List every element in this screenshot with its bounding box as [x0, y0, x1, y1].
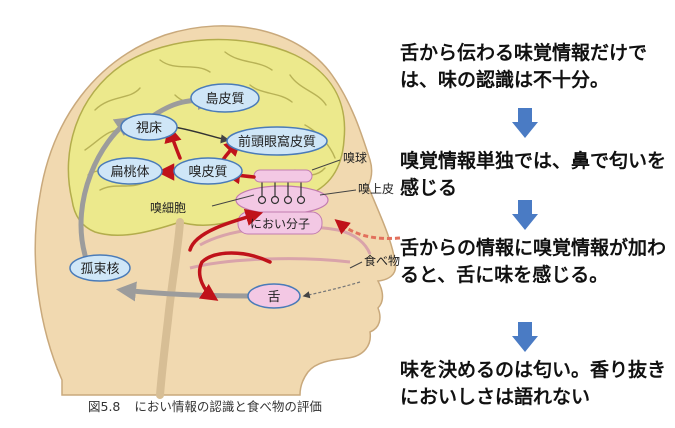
path-retronasal: [197, 251, 272, 301]
statement-4: 味を決めるのは匂い。香り抜きにおいしさは語れない: [400, 359, 667, 408]
label-olfactory-cell: 嗅細胞: [150, 201, 186, 215]
label-olfactory-bulb: 嗅球: [343, 151, 367, 165]
label-amygdala: 扁桃体: [110, 165, 149, 180]
statement-3: 舌からの情報に嗅覚情報が加わると、舌に味を感じる。: [400, 237, 667, 286]
node-thalamus: 視床: [120, 113, 178, 141]
caption-text: におい情報の認識と食べ物の評価: [134, 399, 322, 414]
label-insula: 島皮質: [205, 92, 244, 107]
path-retronasal-up: [188, 208, 264, 252]
brainstem: [156, 218, 184, 399]
label-odor-molecule: におい分子: [250, 217, 310, 231]
pointer-olfactory-cell: 嗅細胞: [150, 194, 255, 215]
node-tongue: 舌: [247, 283, 301, 309]
node-solitary-nucleus: 孤束核: [69, 254, 131, 282]
pointer-olfactory-epithelium: 嗅上皮: [319, 182, 394, 196]
label-olfactory-epithelium: 嗅上皮: [358, 182, 394, 196]
figure-caption: 図5.8 におい情報の認識と食べ物の評価: [88, 396, 336, 415]
caption-figure-number: 図5.8: [88, 399, 121, 414]
olfactory-bulb-shape: [253, 169, 313, 183]
path-orthonasal: [334, 219, 401, 240]
label-thalamus: 視床: [136, 121, 162, 136]
olfactory-cells: [257, 180, 306, 205]
label-olfactory-cortex: 嗅皮質: [188, 165, 227, 180]
node-insula: 島皮質: [190, 83, 260, 113]
pointer-food: 食べ物: [349, 253, 400, 269]
path-solitary-to-thalamus: [78, 116, 135, 258]
statement-1: 舌から伝わる味覚情報だけでは、味の認識は不十分。: [400, 42, 648, 91]
down-arrow-1: [512, 108, 538, 138]
label-tongue: 舌: [267, 290, 280, 305]
down-arrow-2: [512, 200, 538, 230]
node-orbitofrontal: 前頭眼窩皮質: [226, 126, 328, 156]
label-orbitofrontal: 前頭眼窩皮質: [238, 134, 316, 150]
olfactory-epithelium-shape: [235, 185, 329, 215]
statement-2: 嗅覚情報単独では、鼻で匂いを感じる: [400, 150, 667, 199]
down-arrow-3: [512, 322, 538, 352]
path-tongue-to-solitary: [116, 281, 253, 302]
label-solitary-nucleus: 孤束核: [80, 262, 119, 277]
label-food: 食べ物: [364, 253, 400, 268]
nasal-cavity: [199, 225, 372, 255]
node-olfactory-cortex: 嗅皮質: [173, 157, 243, 185]
pointer-olfactory-bulb: 嗅球: [311, 151, 367, 171]
node-amygdala: 扁桃体: [97, 157, 163, 185]
